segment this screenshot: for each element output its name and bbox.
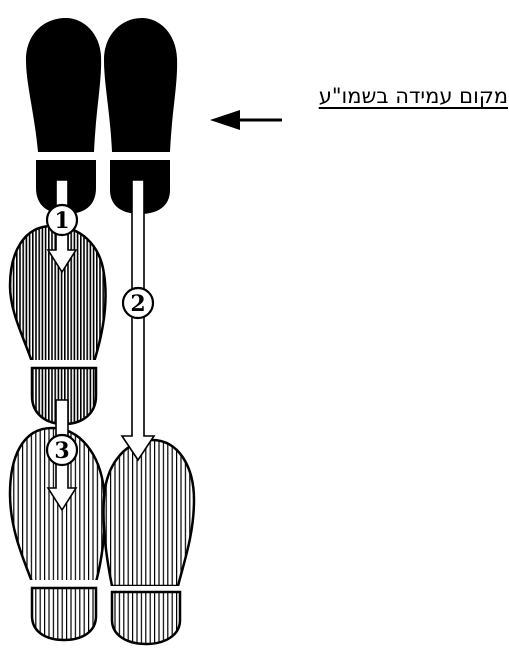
- pointer-arrow-head: [210, 110, 240, 130]
- pointer-arrow-icon: [210, 110, 282, 130]
- end-left-heel: [32, 588, 96, 640]
- step-2-badge: 2: [123, 288, 153, 318]
- step-1-badge: 1: [47, 205, 77, 235]
- step-2-arrow: [122, 180, 154, 460]
- step-2-number: 2: [130, 291, 145, 317]
- end-right-footprint: [103, 440, 194, 644]
- step-1-number: 1: [54, 208, 69, 234]
- start-right-sole: [104, 18, 177, 152]
- step-3-badge: 3: [47, 435, 77, 465]
- start-left-sole: [26, 18, 101, 152]
- end-right-heel: [112, 592, 180, 644]
- step-2-arrow-shaft: [122, 180, 154, 460]
- standing-position-caption: מקום עמידה בשמו"ע: [282, 84, 508, 114]
- end-right-sole: [103, 440, 194, 586]
- step-3-number: 3: [54, 438, 69, 464]
